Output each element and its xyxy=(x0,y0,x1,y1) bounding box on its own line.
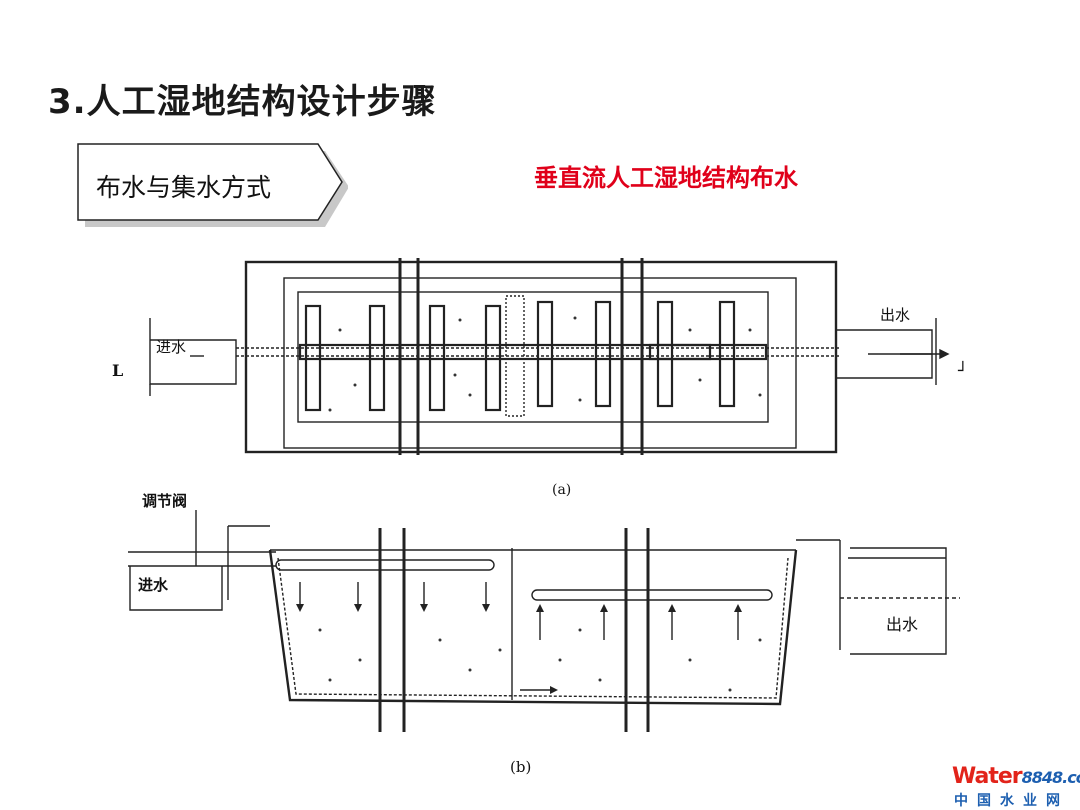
inlet-label-b: 进水 xyxy=(138,576,169,594)
callout-arrow-box: 布水与集水方式 xyxy=(76,140,348,228)
outlet-box xyxy=(850,547,947,655)
logo-brand: Water8848.com xyxy=(952,764,1080,789)
outlet-label-a: 出水 xyxy=(880,306,910,324)
caption-b: (b) xyxy=(510,758,531,776)
figure-b-section-view xyxy=(128,510,960,732)
flow-arrows-down xyxy=(299,582,487,604)
basin-inner-frame xyxy=(283,277,797,449)
caption-a: (a) xyxy=(552,482,571,498)
callout-shape xyxy=(77,143,348,227)
logo-cn-text: 中国水业网 xyxy=(954,793,1069,809)
inlet-label-a: 进水 xyxy=(156,338,186,356)
distribution-pipe-left xyxy=(275,559,495,571)
logo-suffix: .com xyxy=(1062,768,1080,787)
inlet-box xyxy=(129,566,223,611)
section-mark-left: L xyxy=(112,361,123,380)
logo-number: 8848 xyxy=(1021,768,1064,787)
comb-distributors xyxy=(298,300,768,412)
watermark-logo: Water8848.com 中国水业网 xyxy=(952,764,1080,809)
figure-a-plan-view xyxy=(149,258,950,455)
inlet-channel xyxy=(149,318,237,385)
gravel-specks-b xyxy=(318,628,762,692)
flow-arrows-up xyxy=(539,612,739,640)
outlet-label-b: 出水 xyxy=(886,615,918,634)
slide-title: 3.人工湿地结构设计步骤 xyxy=(48,82,437,122)
basin-section xyxy=(268,549,798,706)
arrowheads-b xyxy=(296,604,742,694)
callout-label: 布水与集水方式 xyxy=(96,173,272,202)
gravel-specks-a xyxy=(328,316,762,412)
bed-area xyxy=(297,291,769,423)
outlet-arrowhead xyxy=(939,348,950,360)
valve-label: 调节阀 xyxy=(142,492,187,510)
basin-outer-frame xyxy=(244,260,838,454)
section-mark-right: ┘ xyxy=(957,360,968,380)
liner xyxy=(277,557,789,699)
diagram-subtitle: 垂直流人工湿地结构布水 xyxy=(534,164,798,192)
distribution-pipe-right xyxy=(531,589,773,601)
logo-brand-word: Water xyxy=(952,764,1023,789)
